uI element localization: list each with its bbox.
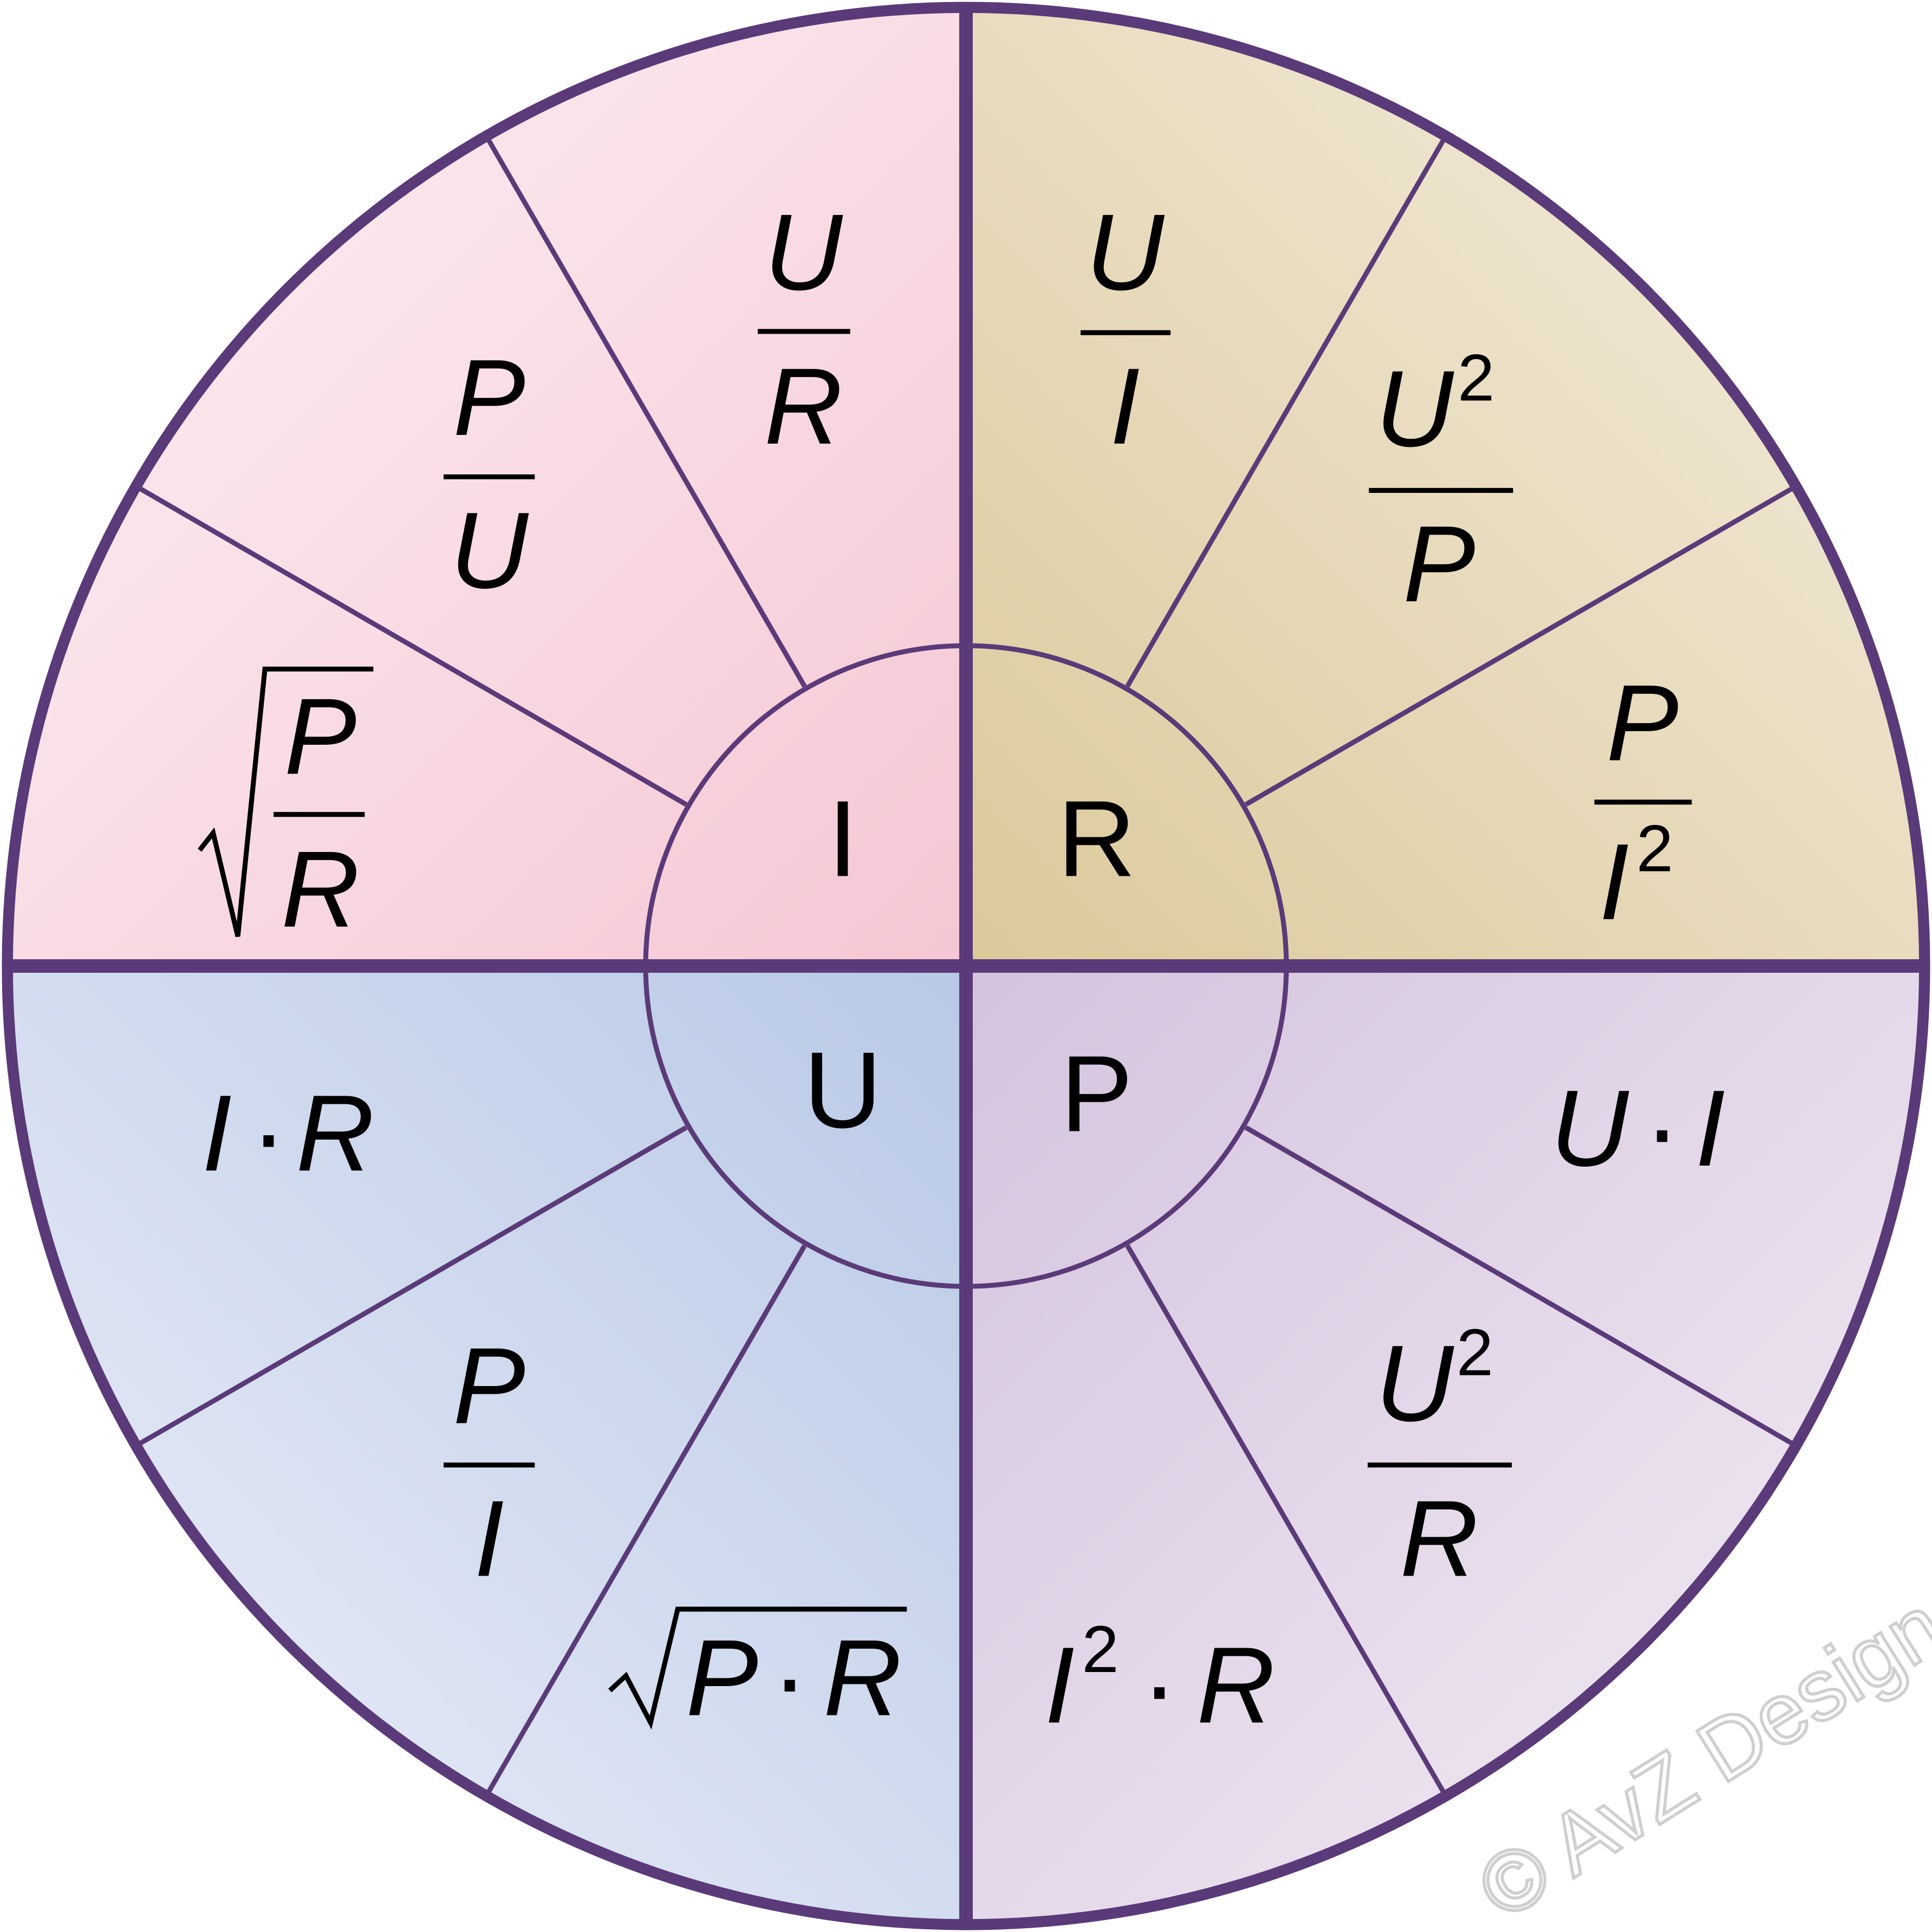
svg-text:P: P (453, 337, 525, 458)
formula-p-over-i: PI (443, 1325, 535, 1599)
svg-text:U: U (1375, 1323, 1454, 1444)
svg-text:P: P (284, 676, 357, 797)
svg-text:·: · (1141, 1625, 1178, 1746)
svg-text:I: I (1045, 1625, 1075, 1746)
svg-text:I: I (1599, 822, 1629, 942)
svg-text:P: P (453, 1325, 525, 1446)
symbol-voltage: U (804, 1030, 882, 1151)
radical-icon (608, 1606, 907, 1730)
svg-text:R: R (764, 346, 843, 467)
svg-text:2: 2 (1456, 1316, 1493, 1390)
svg-text:·: · (772, 1618, 808, 1739)
formula-p-over-u: PU (443, 337, 535, 611)
formula-u-times-i: U·I (1550, 1068, 1725, 1189)
formula-u-over-i: UI (1081, 192, 1171, 467)
svg-text:2: 2 (1082, 1612, 1118, 1687)
svg-text:R: R (296, 1073, 374, 1194)
symbol-resistance: R (1057, 778, 1136, 899)
formula-sqrt-p-times-r: P·R (608, 1606, 907, 1739)
formula-u-over-r: UR (758, 192, 850, 467)
sector-dividers (135, 135, 1797, 1797)
svg-text:I: I (474, 1479, 504, 1599)
symbol-current: I (828, 778, 858, 899)
svg-text:R: R (823, 1618, 902, 1739)
svg-text:I: I (1110, 346, 1140, 467)
svg-text:·: · (251, 1073, 287, 1194)
svg-text:P: P (686, 1618, 758, 1739)
svg-text:U: U (1086, 192, 1165, 313)
svg-text:P: P (1606, 663, 1679, 784)
symbol-power: P (1061, 1033, 1133, 1154)
svg-text:R: R (281, 829, 360, 950)
formula-sqrt-p-over-r: PR (197, 666, 374, 950)
formula-i-times-r: I·R (202, 1073, 374, 1194)
svg-text:U: U (1375, 349, 1454, 470)
svg-text:U: U (1550, 1068, 1629, 1189)
svg-text:R: R (1400, 1479, 1479, 1599)
svg-text:P: P (1403, 504, 1475, 625)
svg-text:I: I (1695, 1068, 1726, 1189)
svg-text:2: 2 (1636, 811, 1673, 886)
quadrant-voltage (7, 966, 966, 1925)
svg-text:I: I (202, 1073, 232, 1194)
quadrant-current (7, 7, 966, 966)
svg-text:·: · (1644, 1068, 1680, 1189)
svg-text:U: U (450, 490, 529, 611)
svg-text:U: U (764, 192, 843, 313)
svg-text:2: 2 (1458, 341, 1494, 415)
radical-icon (197, 666, 374, 937)
quadrant-power (966, 966, 1925, 1925)
quadrant-resistance (966, 7, 1925, 966)
svg-text:R: R (1196, 1625, 1275, 1746)
